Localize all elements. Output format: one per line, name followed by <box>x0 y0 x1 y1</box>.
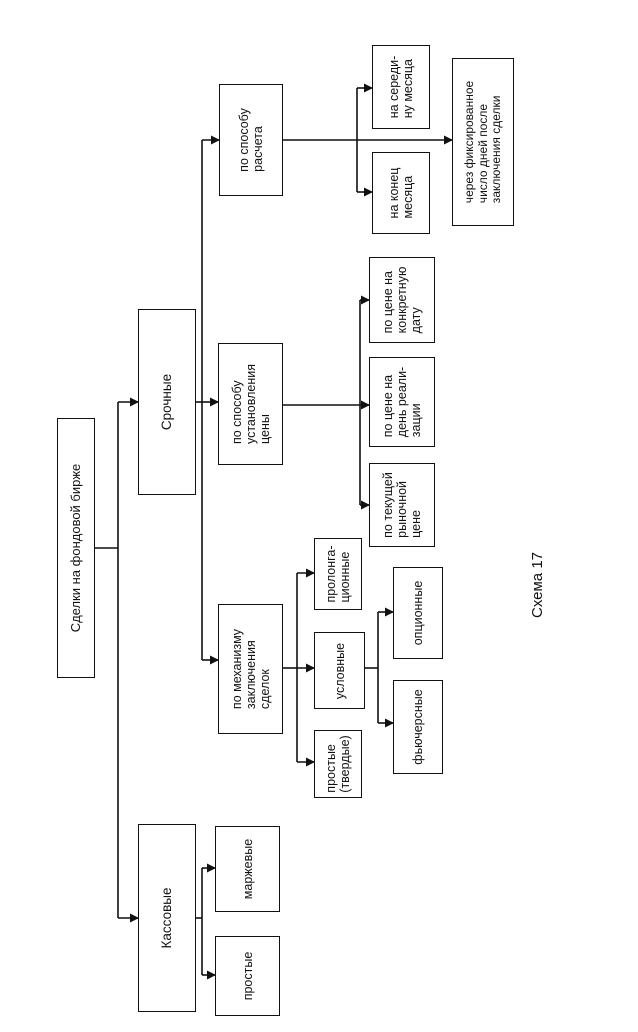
settlement-node: по способу расчета <box>219 84 283 196</box>
margin-label: маржевые <box>240 838 255 900</box>
date-node: по цене на конкретную дату <box>369 257 435 343</box>
mechanism-node: по механизму заключения сделок <box>218 604 283 734</box>
term-label: Срочные <box>159 373 174 431</box>
firm-node: простые (твердые) <box>314 730 362 798</box>
futures-node: фьючерсные <box>393 680 443 774</box>
prolongation-node: пролонга- ционные <box>314 538 362 610</box>
options-label: опционные <box>411 580 425 646</box>
term-node: Срочные <box>138 309 196 495</box>
mid-month-node: на середи- ну месяца <box>372 45 430 129</box>
cash-node: Кассовые <box>138 824 196 1012</box>
margin-node: маржевые <box>215 826 280 912</box>
root-label: Сделки на фондовой бирже <box>68 463 83 633</box>
price-node: по способу установления цены <box>218 343 283 465</box>
settlement-label: по способу расчета <box>237 108 265 172</box>
firm-label: простые (твердые) <box>324 735 352 793</box>
simple-label: простые <box>240 951 255 1001</box>
realization-label: по цене на день реали- зации <box>381 366 423 438</box>
month-end-node: на конец месяца <box>372 152 430 234</box>
simple-node: простые <box>215 936 280 1016</box>
caption-label: Схема 17 <box>529 551 546 619</box>
root-node: Сделки на фондовой бирже <box>57 418 95 678</box>
options-node: опционные <box>393 567 443 659</box>
current-node: по текущей рыночной цене <box>369 463 435 547</box>
conditional-node: условные <box>314 632 365 709</box>
fixed-days-label: через фиксированное число дней после зак… <box>461 80 503 204</box>
prolongation-label: пролонга- ционные <box>324 545 352 603</box>
current-label: по текущей рыночной цене <box>381 472 423 538</box>
price-label: по способу установления цены <box>229 363 272 445</box>
cash-label: Кассовые <box>159 887 174 949</box>
futures-label: фьючерсные <box>411 689 425 765</box>
mechanism-label: по механизму заключения сделок <box>229 628 272 710</box>
fixed-days-node: через фиксированное число дней после зак… <box>452 58 514 226</box>
realization-node: по цене на день реали- зации <box>369 357 435 447</box>
conditional-label: условные <box>332 642 347 699</box>
date-label: по цене на конкретную дату <box>381 266 423 334</box>
mid-month-label: на середи- ну месяца <box>387 55 415 119</box>
figure-caption: Схема 17 <box>508 530 568 640</box>
month-end-label: на конец месяца <box>387 167 415 219</box>
